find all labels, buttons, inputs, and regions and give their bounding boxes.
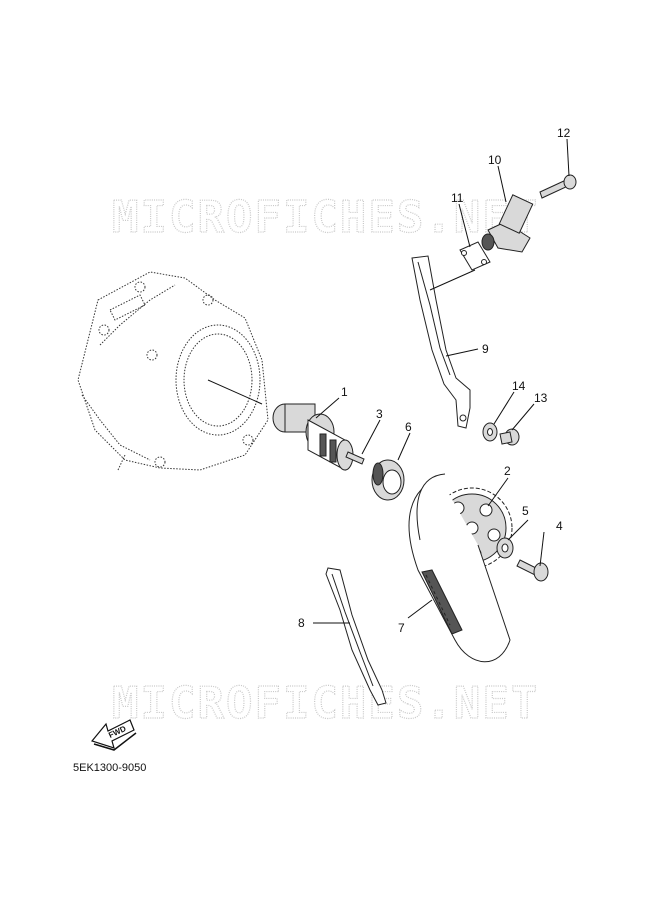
leader-6 xyxy=(397,432,411,461)
callout-10: 10 xyxy=(488,153,502,167)
leader-12 xyxy=(566,138,570,177)
callout-1: 1 xyxy=(341,385,348,399)
leader-11 xyxy=(458,203,471,248)
callout-13: 13 xyxy=(534,391,548,405)
callout-8: 8 xyxy=(298,616,305,630)
tensioner-gasket xyxy=(459,241,491,271)
callout-9: 9 xyxy=(482,342,489,356)
leader-13 xyxy=(511,403,535,431)
callout-6: 6 xyxy=(405,420,412,434)
fwd-arrow-icon: FWD xyxy=(90,719,137,751)
leader-9 xyxy=(445,348,479,357)
callout-3: 3 xyxy=(376,407,383,421)
leader-3 xyxy=(361,419,381,455)
washer xyxy=(496,537,514,559)
watermark-bottom: MICROFICHES.NET xyxy=(112,678,539,729)
callout-11: 11 xyxy=(451,191,464,205)
leader-5 xyxy=(507,519,529,541)
leader-2 xyxy=(487,477,509,507)
leader-1 xyxy=(315,397,340,419)
cylinder-head-centerline xyxy=(207,379,263,405)
decompressor-collar xyxy=(371,459,405,501)
bolt-sprocket xyxy=(516,559,549,582)
callout-4: 4 xyxy=(556,519,563,533)
bolt-guide xyxy=(499,428,520,446)
cam-chain xyxy=(408,473,511,663)
dowel-pin xyxy=(345,451,365,465)
chain-guide xyxy=(325,567,387,706)
cylinder-head xyxy=(77,271,269,471)
leader-7 xyxy=(407,599,433,619)
callout-14: 14 xyxy=(512,379,526,393)
washer-guide xyxy=(482,422,498,442)
callout-2: 2 xyxy=(504,464,511,478)
leader-10 xyxy=(497,165,507,203)
callout-7: 7 xyxy=(398,621,405,635)
tensioner-guide xyxy=(411,255,471,429)
bolt-tensioner xyxy=(539,174,577,199)
leader-gasket-guide xyxy=(429,269,476,291)
leader-14 xyxy=(493,391,515,425)
diagram-code: 5EK1300-9050 xyxy=(73,762,146,774)
callout-12: 12 xyxy=(557,126,571,140)
leader-4 xyxy=(539,531,545,567)
chain-tensioner xyxy=(481,194,534,253)
callout-5: 5 xyxy=(522,504,529,518)
watermark-top: MICROFICHES.NET xyxy=(112,192,539,243)
camshaft xyxy=(272,403,354,471)
